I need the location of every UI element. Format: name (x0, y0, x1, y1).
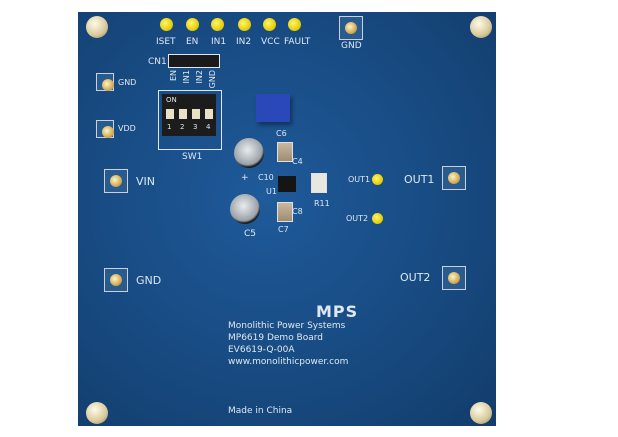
probe-out2[interactable] (372, 213, 383, 224)
test-point-vcc[interactable] (263, 18, 276, 31)
standoff-top-right (470, 16, 492, 38)
cn1-pin-gnd: GND (208, 70, 217, 89)
label-vcc: VCC (261, 37, 280, 47)
post-gnd[interactable] (104, 268, 128, 292)
label-in1: IN1 (211, 37, 227, 47)
switch-on-label: ON (166, 96, 177, 104)
label-in2: IN2 (236, 37, 252, 47)
switch-toggle-4[interactable] (205, 109, 213, 119)
company-name: Monolithic Power Systems (228, 321, 346, 331)
switch-toggle-3[interactable] (192, 109, 200, 119)
probe-out1[interactable] (372, 174, 383, 185)
capacitor-c5 (230, 194, 260, 224)
post-vdd[interactable] (96, 120, 114, 138)
capacitor-c6 (277, 142, 293, 162)
standoff-bottom-right (470, 402, 492, 424)
cn1-pin-en: EN (169, 70, 178, 82)
post-out1[interactable] (442, 166, 466, 190)
post-top-gnd[interactable] (339, 16, 363, 40)
switch-num-2: 2 (180, 123, 185, 131)
label-top-gnd: GND (341, 41, 362, 51)
label-c5: C5 (244, 229, 257, 239)
label-cn1: CN1 (148, 57, 167, 67)
label-probe-out1: OUT1 (348, 175, 371, 184)
switch-toggle-1[interactable] (166, 109, 174, 119)
label-gnd-small: GND (118, 78, 137, 87)
label-plus: + (241, 173, 249, 183)
label-c6: C6 (276, 129, 287, 138)
label-fault: FAULT (284, 37, 311, 47)
label-vdd: VDD (118, 124, 136, 133)
test-point-en[interactable] (186, 18, 199, 31)
standoff-bottom-left (86, 402, 108, 424)
label-c7: C7 (278, 225, 289, 234)
switch-sw1-outline (158, 90, 222, 150)
post-out2[interactable] (442, 266, 466, 290)
website: www.monolithicpower.com (228, 357, 349, 367)
ic-u1 (278, 176, 296, 192)
label-c8: C8 (292, 207, 303, 216)
label-u1: U1 (266, 187, 277, 196)
test-point-iset[interactable] (160, 18, 173, 31)
switch-num-1: 1 (167, 123, 172, 131)
standoff-top-left (86, 16, 108, 38)
cn1-pin-in1: IN1 (182, 70, 191, 84)
label-gnd: GND (136, 274, 162, 287)
label-sw1: SW1 (182, 152, 203, 162)
part-number: EV6619-Q-00A (228, 345, 295, 355)
resistor-r11 (311, 173, 327, 193)
capacitor-c7 (277, 202, 293, 222)
label-c4: C4 (292, 157, 303, 166)
switch-num-4: 4 (206, 123, 211, 131)
label-r11: R11 (314, 199, 330, 208)
test-point-in1[interactable] (211, 18, 224, 31)
label-out1: OUT1 (404, 173, 435, 186)
label-iset: ISET (156, 37, 176, 47)
made-in: Made in China (228, 406, 293, 416)
post-gnd-small[interactable] (96, 73, 114, 91)
label-en: EN (186, 37, 199, 47)
mps-logo: MPS (316, 302, 359, 321)
pcb-board: ISET EN IN1 IN2 VCC FAULT GND CN1 EN IN1… (78, 12, 496, 426)
connector-cn1[interactable] (168, 54, 220, 68)
label-vin: VIN (136, 175, 155, 188)
test-point-in2[interactable] (238, 18, 251, 31)
capacitor-c10 (234, 138, 264, 168)
switch-num-3: 3 (193, 123, 198, 131)
dip-switch-sw1[interactable]: ON 1 2 3 4 (162, 94, 216, 136)
switch-toggle-2[interactable] (179, 109, 187, 119)
label-c10: C10 (258, 173, 274, 182)
label-probe-out2: OUT2 (346, 214, 369, 223)
post-vin[interactable] (104, 169, 128, 193)
label-out2: OUT2 (400, 271, 431, 284)
cn1-pin-in2: IN2 (195, 70, 204, 84)
test-point-fault[interactable] (288, 18, 301, 31)
potentiometer[interactable] (256, 94, 290, 122)
product-name: MP6619 Demo Board (228, 333, 324, 343)
